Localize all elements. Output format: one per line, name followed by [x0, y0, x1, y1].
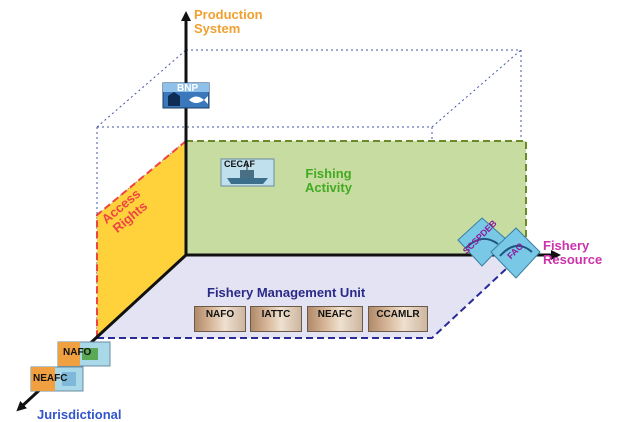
axis-label-fishery-resource: Fishery Resource [543, 238, 603, 267]
fmu-tile-nafo: NAFO [194, 306, 246, 332]
fmu-floor-border [97, 254, 522, 339]
axis-label-jurisdictional: Jurisdictional [37, 407, 122, 422]
axis-label-production-system: Production System [194, 7, 263, 36]
bnp-label: BNP [177, 83, 199, 94]
fmu-tile-label: CCAMLR [376, 309, 420, 320]
fmu-tile-label: NEAFC [317, 309, 353, 320]
fmu-tile-label: NAFO [205, 309, 235, 320]
fao-icon [490, 227, 541, 279]
ship-icon [220, 158, 275, 187]
fishing-activity-label: Fishing Activity [305, 166, 352, 195]
cecaf-label: CECAF [224, 159, 255, 169]
fmu-tile-label: IATTC [261, 309, 291, 320]
fishery-management-unit-label: Fishery Management Unit [207, 285, 366, 300]
nafo-map-icon [57, 341, 111, 367]
fmu-tile-iattc: IATTC [250, 306, 302, 332]
fmu-tile-neafc: NEAFC [307, 306, 363, 332]
jurisdiction-nafo-label: NAFO [63, 347, 92, 358]
neafc-map-icon [30, 366, 84, 392]
bnp-icon [162, 82, 210, 109]
jurisdiction-neafc-label: NEAFC [33, 373, 68, 384]
access-rights-panel [97, 141, 186, 338]
fmu-tile-ccamlr: CCAMLR [368, 306, 428, 332]
scspdeb-icon [457, 217, 508, 267]
access-rights-border [96, 140, 187, 338]
